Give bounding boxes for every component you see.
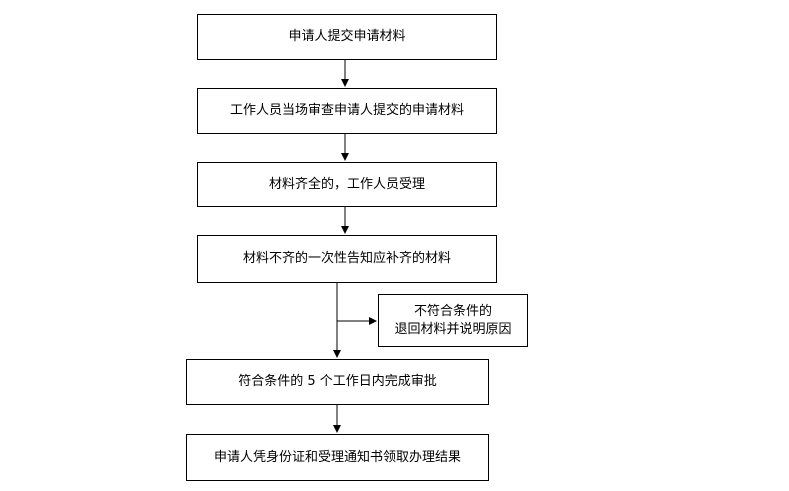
step-submit-materials: 申请人提交申请材料 [197, 14, 497, 60]
step-submit-materials-text: 申请人提交申请材料 [288, 29, 406, 44]
step-approve-within-days-text: 符合条件的 5 个工作日内完成审批 [238, 374, 437, 389]
step-accept-complete: 材料齐全的，工作人员受理 [197, 162, 497, 207]
step-reject-return: 不符合条件的 退回材料并说明原因 [378, 294, 528, 347]
step-reject-return-line1: 不符合条件的 [413, 303, 492, 319]
step-onsite-review: 工作人员当场审查申请人提交的申请材料 [197, 88, 497, 134]
step-notify-incomplete: 材料不齐的一次性告知应补齐的材料 [197, 235, 497, 283]
step-onsite-review-text: 工作人员当场审查申请人提交的申请材料 [229, 103, 464, 118]
step-reject-return-line2: 退回材料并说明原因 [394, 321, 512, 337]
step-notify-incomplete-text: 材料不齐的一次性告知应补齐的材料 [242, 251, 451, 266]
step-collect-result-text: 申请人凭身份证和受理通知书领取办理结果 [213, 449, 461, 465]
step-accept-complete-text: 材料齐全的，工作人员受理 [268, 176, 425, 192]
step-approve-within-days: 符合条件的 5 个工作日内完成审批 [186, 359, 489, 405]
step-collect-result: 申请人凭身份证和受理通知书领取办理结果 [186, 434, 489, 481]
